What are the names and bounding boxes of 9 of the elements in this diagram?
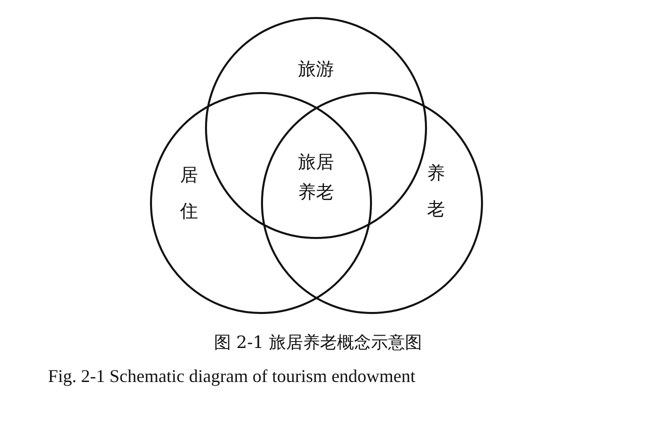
figure-caption: 图 2-1 旅居养老概念示意图 — [214, 332, 422, 354]
overlap-label: 旅居养老 — [297, 151, 335, 205]
venn-circle — [150, 92, 372, 314]
venn-circle — [261, 92, 483, 314]
circle-label: 养老 — [427, 162, 445, 222]
venn-circle — [205, 17, 427, 239]
circle-label: 旅游 — [298, 61, 334, 79]
circle-label: 居住 — [180, 164, 198, 224]
english-caption: Fig. 2-1 Schematic diagram of tourism endowment — [48, 366, 416, 387]
